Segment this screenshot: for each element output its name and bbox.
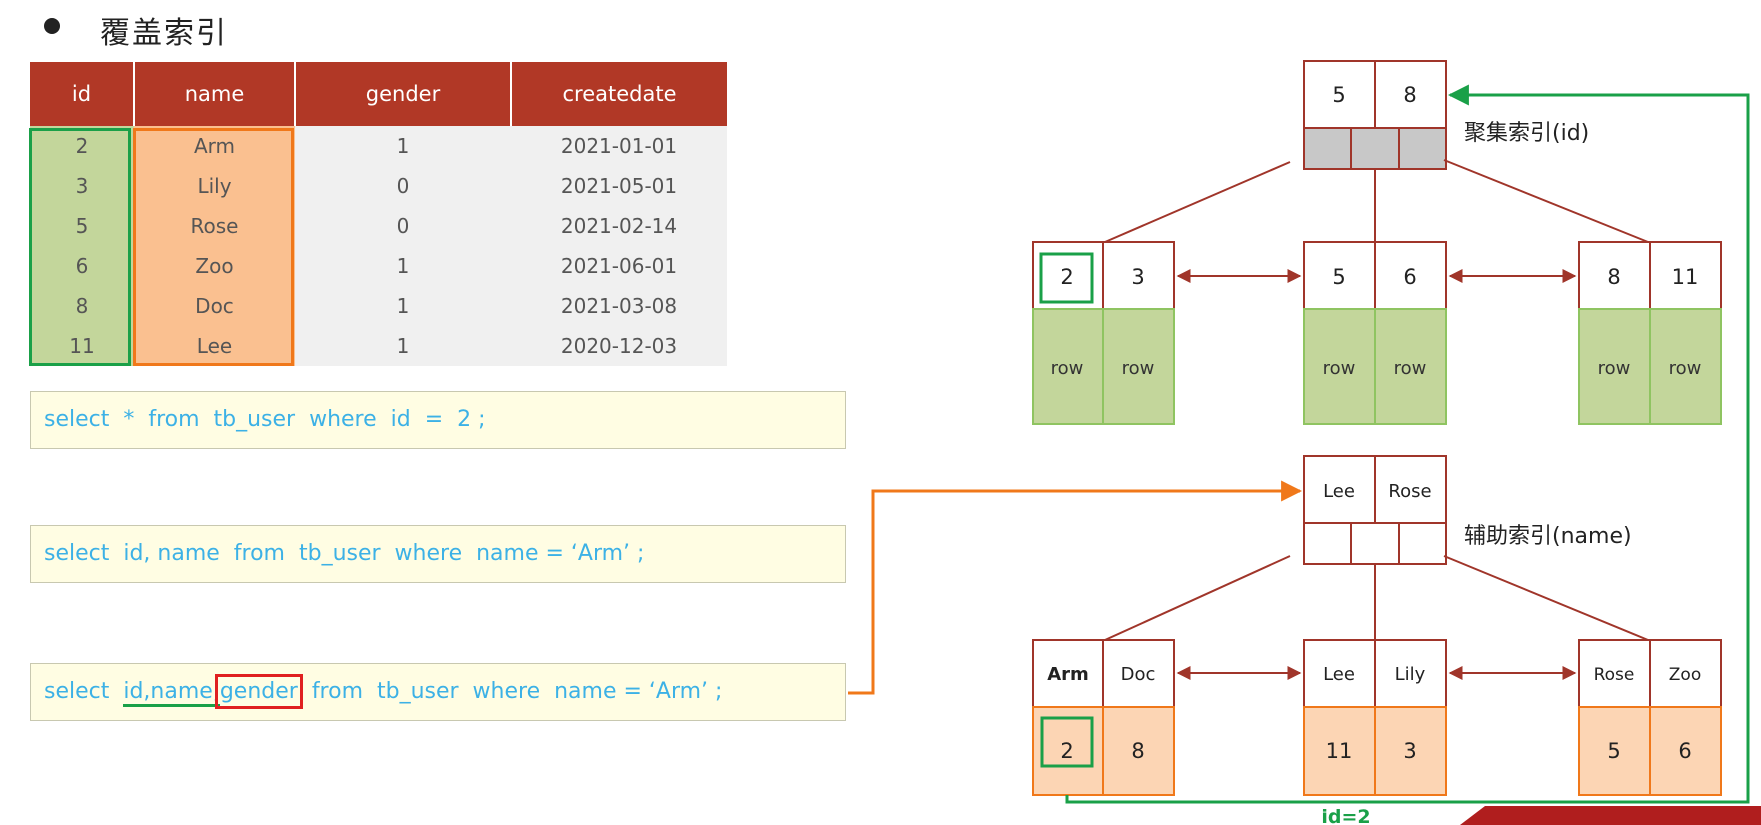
leaf-key: 3 (1131, 265, 1144, 289)
secondary-leaf-3: Rose Zoo 5 6 (1578, 639, 1722, 796)
table-row: 6 Zoo 1 2021-06-01 (30, 246, 727, 286)
table-row: 8 Doc 1 2021-03-08 (30, 286, 727, 326)
leaf-value: row (1051, 358, 1084, 379)
leaf-value: 3 (1403, 739, 1416, 763)
name-column-highlight (133, 128, 294, 366)
sql-query-3-suffix: from tb_user where name = ‘Arm’ ; (297, 679, 723, 704)
cell-name: Arm (134, 126, 295, 166)
column-header-gender: gender (295, 62, 512, 126)
leaf-key: Arm (1047, 664, 1089, 685)
cell-createdate: 2021-02-14 (511, 206, 727, 246)
cell-gender: 1 (295, 326, 511, 366)
root-key: Rose (1388, 481, 1431, 502)
sql-query-2: select id, name from tb_user where name … (30, 525, 846, 583)
leaf-value: row (1323, 358, 1356, 379)
table-row: 2 Arm 1 2021-01-01 (30, 126, 727, 166)
root-key: 8 (1403, 83, 1416, 107)
clustered-index-root: 5 8 (1303, 60, 1447, 170)
leaf-key: Lily (1395, 664, 1426, 685)
id-column-highlight (29, 128, 131, 366)
secondary-leaf-2: Lee Lily 11 3 (1303, 639, 1447, 796)
cell-createdate: 2021-05-01 (511, 166, 727, 206)
clustered-leaf-2: 5 6 row row (1303, 241, 1447, 425)
leaf-value: row (1669, 358, 1702, 379)
match-highlight (1039, 252, 1094, 304)
cell-id: 11 (30, 326, 134, 366)
tree-link (1443, 159, 1649, 243)
leaf-key: Zoo (1669, 665, 1701, 685)
leaf-key: 2 (1060, 265, 1073, 289)
sql-query-3-gender-highlight: gender (214, 674, 303, 709)
tree-link (1443, 555, 1649, 641)
cell-name: Lee (134, 326, 295, 366)
secondary-index-root: Lee Rose (1303, 455, 1447, 565)
leaf-value: 5 (1607, 739, 1620, 763)
cell-name: Rose (134, 206, 295, 246)
column-header-createdate: createdate (511, 62, 727, 126)
footer-banner (1460, 806, 1761, 825)
cell-gender: 1 (295, 126, 511, 166)
leaf-value: 11 (1326, 739, 1353, 763)
root-key: 5 (1332, 83, 1345, 107)
leaf-key: 6 (1403, 265, 1416, 289)
cell-gender: 1 (295, 286, 511, 326)
secondary-leaf-1: Arm Doc 2 8 (1032, 639, 1175, 796)
leaf-key: 5 (1332, 265, 1345, 289)
cell-id: 3 (30, 166, 134, 206)
cell-id: 2 (30, 126, 134, 166)
leaf-key: 8 (1607, 265, 1620, 289)
clustered-leaf-1: 2 3 row row (1032, 241, 1175, 425)
query-to-secondary-arrow (848, 480, 1303, 695)
secondary-index-label: 辅助索引(name) (1464, 524, 1632, 549)
tree-link (1104, 555, 1291, 641)
leaf-value: row (1394, 358, 1427, 379)
leaf-value: 2 (1060, 739, 1073, 763)
sql-query-3-columns: id,name, (123, 679, 220, 707)
leaf-key: Lee (1323, 664, 1355, 685)
bullet-icon (44, 18, 60, 34)
cell-createdate: 2020-12-03 (511, 326, 727, 366)
cell-gender: 0 (295, 166, 511, 206)
cell-createdate: 2021-03-08 (511, 286, 727, 326)
leaf-key: 11 (1672, 265, 1699, 289)
leaf-value: 8 (1131, 739, 1144, 763)
clustered-index-label: 聚集索引(id) (1464, 121, 1589, 146)
root-key: Lee (1323, 481, 1355, 502)
cell-id: 8 (30, 286, 134, 326)
cell-createdate: 2021-01-01 (511, 126, 727, 166)
leaf-value: row (1122, 358, 1155, 379)
table-row: 11 Lee 1 2020-12-03 (30, 326, 727, 366)
lookup-label: id=2 (1321, 806, 1370, 825)
sql-query-3: select id,name,gender from tb_user where… (30, 663, 846, 721)
cell-gender: 1 (295, 246, 511, 286)
cell-name: Lily (134, 166, 295, 206)
column-header-name: name (134, 62, 296, 126)
sql-query-1: select * from tb_user where id = 2 ; (30, 391, 846, 449)
tree-link (1104, 161, 1291, 243)
user-table: id name gender createdate 2 Arm 1 2021-0… (30, 62, 727, 366)
match-highlight (1040, 716, 1094, 768)
page-title: 覆盖索引 (100, 16, 228, 51)
cell-name: Doc (134, 286, 295, 326)
cell-createdate: 2021-06-01 (511, 246, 727, 286)
sql-query-3-prefix: select (44, 679, 124, 704)
table-row: 3 Lily 0 2021-05-01 (30, 166, 727, 206)
cell-gender: 0 (295, 206, 511, 246)
column-header-id: id (30, 62, 135, 126)
table-header-row: id name gender createdate (30, 62, 727, 126)
table-row: 5 Rose 0 2021-02-14 (30, 206, 727, 246)
leaf-key: Rose (1594, 665, 1635, 685)
cell-name: Zoo (134, 246, 295, 286)
leaf-key: Doc (1121, 664, 1156, 685)
leaf-value: 6 (1678, 739, 1691, 763)
leaf-value: row (1598, 358, 1631, 379)
clustered-leaf-3: 8 11 row row (1578, 241, 1722, 425)
cell-id: 5 (30, 206, 134, 246)
lookup-back-arrow (1065, 84, 1750, 804)
cell-id: 6 (30, 246, 134, 286)
